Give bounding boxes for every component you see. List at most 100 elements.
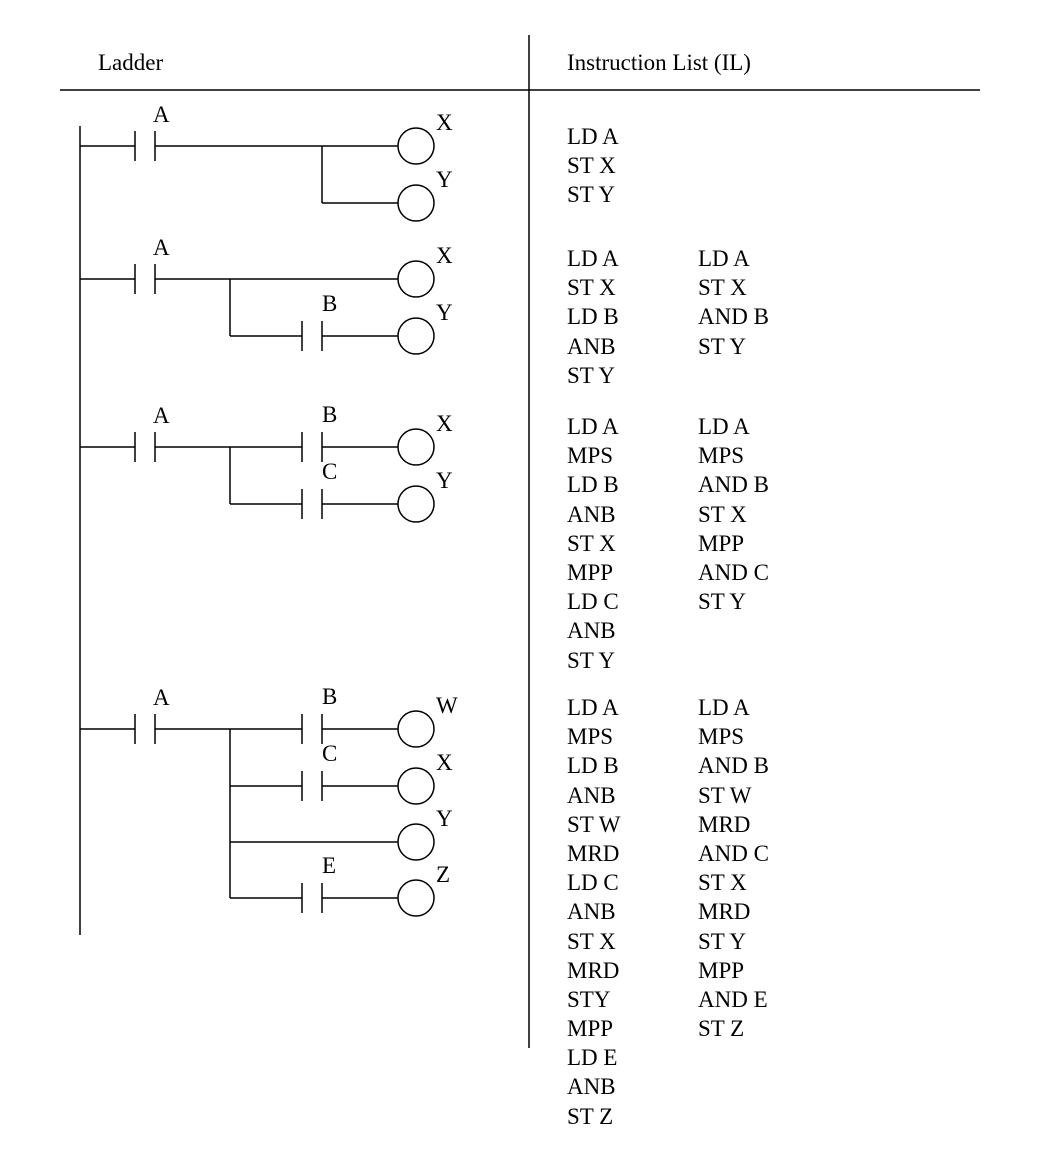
table-frame	[60, 35, 980, 1048]
rung-4: A B W C X Y E Z	[80, 684, 458, 917]
il-instruction: ST W	[698, 782, 752, 808]
il-instruction: MPP	[567, 559, 614, 585]
il-instruction: LD C	[567, 589, 619, 615]
il-instruction: STY	[567, 986, 611, 1012]
il-instruction: LD A	[698, 414, 750, 439]
il-instruction: ANB	[567, 782, 616, 808]
contact-label: A	[153, 685, 170, 710]
il-instruction: ST Y	[698, 589, 746, 615]
il-instruction: ST X	[567, 928, 616, 954]
branch-contact-label: B	[322, 402, 337, 427]
coil-x	[397, 260, 435, 298]
coil-label: Z	[436, 862, 450, 887]
branch-contact-label: E	[322, 853, 336, 878]
il-instruction: MRD	[567, 957, 620, 983]
il-instruction: MRD	[567, 840, 620, 866]
il-instruction: LD E	[567, 1045, 618, 1071]
il-instruction: LD A	[567, 414, 619, 439]
coil-x	[397, 127, 435, 165]
contact-label: A	[153, 235, 170, 260]
coil-label: Y	[436, 468, 453, 493]
il-instruction: ST X	[698, 275, 747, 301]
il-instruction: LD A	[698, 246, 750, 271]
il-instruction: MPS	[698, 443, 745, 469]
il-listing-primary: LD A MPS LD B ANB ST X MPP LD C ANB ST Y	[567, 412, 619, 675]
il-instruction: AND C	[698, 840, 769, 866]
coil-label: X	[436, 110, 453, 135]
coil-label: Y	[436, 167, 453, 192]
il-instruction: LD B	[567, 304, 619, 330]
il-instruction: ANB	[567, 333, 616, 359]
rung-3: A B X C Y	[80, 402, 453, 523]
il-instruction: AND B	[698, 304, 769, 330]
il-listing-primary: LD A ST X ST Y	[567, 122, 619, 210]
branch-contact-label: C	[322, 741, 337, 766]
il-instruction: ST X	[698, 870, 747, 896]
il-instruction: ST X	[698, 501, 747, 527]
il-instruction: AND B	[698, 472, 769, 498]
il-instruction: MPS	[567, 443, 614, 469]
coil-x	[397, 767, 435, 805]
il-instruction: ANB	[567, 501, 616, 527]
coil-z	[397, 879, 435, 917]
il-instruction: AND C	[698, 559, 769, 585]
coil-label: Y	[436, 806, 453, 831]
coil-label: W	[436, 693, 458, 718]
coil-label: Y	[436, 300, 453, 325]
il-instruction: MPP	[567, 1016, 614, 1042]
il-instruction: ST Y	[698, 928, 746, 954]
branch-contact-label: B	[322, 684, 337, 709]
il-listing-primary: LD A ST X LD B ANB ST Y	[567, 244, 619, 390]
il-instruction: LD A	[698, 695, 750, 720]
il-instruction: ST X	[567, 153, 616, 179]
il-instruction: ANB	[567, 618, 616, 644]
il-instruction: ST Y	[698, 333, 746, 359]
ladder-column-title: Ladder	[98, 50, 164, 75]
coil-y	[397, 317, 435, 355]
il-instruction: LD B	[567, 472, 619, 498]
il-column-title: Instruction List (IL)	[567, 50, 751, 75]
il-instruction: LD C	[567, 870, 619, 896]
il-instruction: MPS	[567, 724, 614, 750]
il-instruction: LD B	[567, 753, 619, 779]
contact-label: A	[153, 102, 170, 127]
il-instruction: ST Y	[567, 362, 615, 388]
rung-1: A X Y	[80, 102, 453, 222]
il-instruction: LD A	[567, 246, 619, 271]
il-instruction: ST Z	[567, 1103, 614, 1129]
il-instruction: ST Y	[567, 182, 615, 208]
il-instruction: ANB	[567, 1074, 616, 1100]
branch-contact-label: B	[322, 291, 337, 316]
il-instruction: ST Y	[567, 647, 615, 673]
il-instruction: ST W	[567, 811, 621, 837]
il-instruction: AND B	[698, 753, 769, 779]
il-listing-primary: LD A MPS LD B ANB ST W MRD LD C ANB ST X MRD STY MP…	[567, 693, 620, 1131]
coil-label: X	[436, 750, 453, 775]
il-instruction: MRD	[698, 811, 751, 837]
coil-y	[397, 485, 435, 523]
il-instruction: MPS	[698, 724, 745, 750]
il-instruction: ST Z	[698, 1016, 745, 1042]
coil-y	[397, 184, 435, 222]
il-listing-alternate: LD A MPS AND B ST X MPP AND C ST Y	[698, 412, 769, 616]
il-instruction: ANB	[567, 899, 616, 925]
il-instruction: LD A	[567, 695, 619, 720]
il-instruction: ST X	[567, 275, 616, 301]
il-instruction: MPP	[698, 957, 745, 983]
il-listing-alternate: LD A ST X AND B ST Y	[698, 244, 769, 361]
il-instruction: MRD	[698, 899, 751, 925]
coil-w	[397, 710, 435, 748]
il-listing-alternate: LD A MPS AND B ST W MRD AND C ST X MRD ST Y MPP AN…	[698, 693, 769, 1043]
il-instruction: LD A	[567, 124, 619, 149]
il-instruction: ST X	[567, 530, 616, 556]
coil-y	[397, 823, 435, 861]
il-instruction: MPP	[698, 530, 745, 556]
coil-label: X	[436, 411, 453, 436]
il-instruction: AND E	[698, 986, 768, 1012]
coil-x	[397, 428, 435, 466]
contact-label: A	[153, 403, 170, 428]
branch-contact-label: C	[322, 459, 337, 484]
